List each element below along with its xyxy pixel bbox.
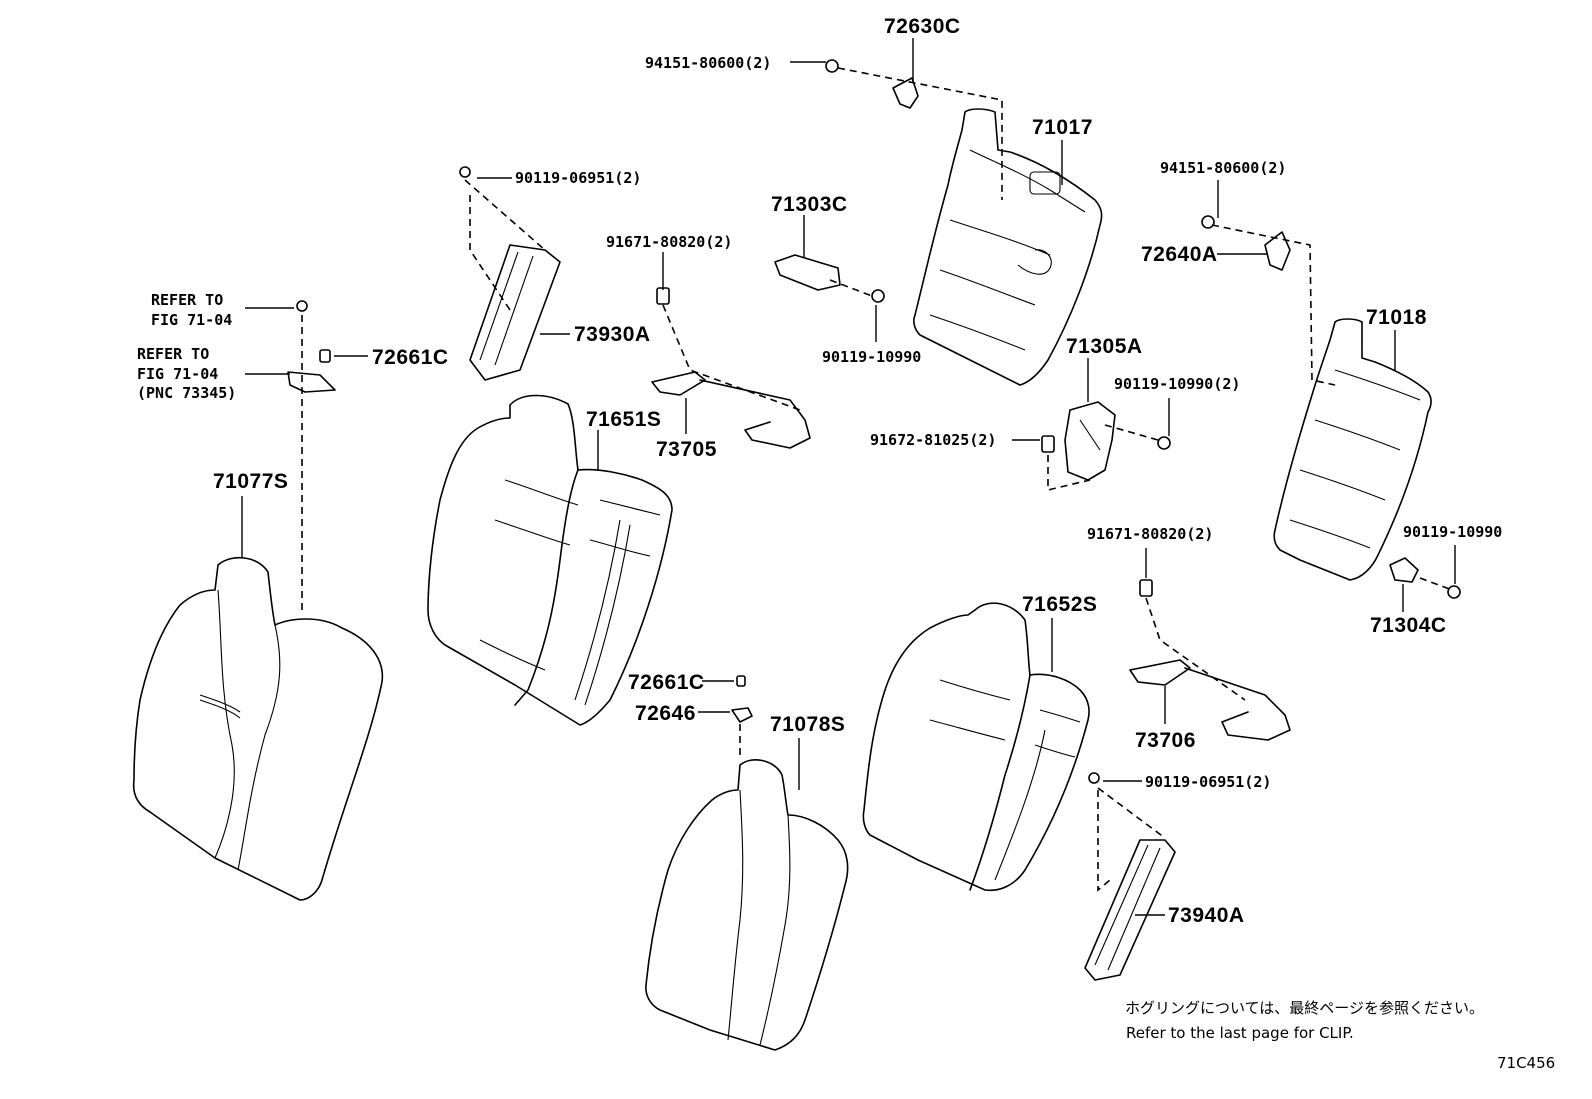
label-94151-a: 94151-80600(2) (645, 54, 771, 72)
label-72661c-a: 72661C (372, 346, 449, 369)
label-73930a: 73930A (574, 323, 651, 346)
seat-cover-71078s (645, 759, 849, 1051)
label-73940a: 73940A (1168, 904, 1245, 927)
label-91671-b: 91671-80820(2) (1087, 525, 1213, 543)
part-71305a (1064, 401, 1116, 481)
label-71017: 71017 (1032, 116, 1093, 139)
label-90119-10990-b: 90119-10990(2) (1114, 375, 1240, 393)
label-72640a: 72640A (1141, 243, 1218, 266)
clip-72646 (731, 707, 753, 723)
label-94151-b: 94151-80600(2) (1160, 159, 1286, 177)
refer2-line1: REFER TO (137, 345, 209, 363)
frame-71018 (1273, 318, 1432, 581)
label-71651s: 71651S (586, 408, 661, 431)
label-71077s: 71077S (213, 470, 288, 493)
part-71304c (1389, 557, 1419, 583)
label-71303c: 71303C (771, 193, 848, 216)
clip-72661c-b (736, 675, 746, 687)
note-japanese: ホグリングについては、最終ページを参照ください。 (1125, 999, 1484, 1017)
part-71303c (774, 254, 841, 291)
seat-back-71651s (427, 394, 673, 726)
label-72661c-b: 72661C (628, 671, 705, 694)
label-72630c: 72630C (884, 15, 961, 38)
part-73930a (469, 244, 561, 381)
label-90119-10990-c: 90119-10990 (1403, 523, 1502, 541)
part-72640a (1264, 231, 1291, 271)
assembly-lines (301, 67, 1453, 892)
part-73706 (1129, 659, 1291, 741)
diagram-code: 71C456 (1497, 1054, 1555, 1072)
part-72630c (892, 77, 919, 109)
fasteners (296, 59, 1461, 784)
label-71305a: 71305A (1066, 335, 1143, 358)
label-91672: 91672-81025(2) (870, 431, 996, 449)
label-71078s: 71078S (770, 713, 845, 736)
label-71652s: 71652S (1022, 593, 1097, 616)
label-73705: 73705 (656, 438, 717, 461)
label-71304c: 71304C (1370, 614, 1447, 637)
note-english: Refer to the last page for CLIP. (1126, 1024, 1354, 1042)
label-71018: 71018 (1366, 306, 1427, 329)
label-91671-a: 91671-80820(2) (606, 233, 732, 251)
label-90119-10990-a: 90119-10990 (822, 348, 921, 366)
refer-piece (287, 371, 336, 393)
refer2-line3: (PNC 73345) (137, 384, 236, 402)
label-90119-06951-a: 90119-06951(2) (515, 169, 641, 187)
frame-71017 (913, 108, 1103, 386)
refer1-line1: REFER TO (151, 291, 223, 309)
clip-72661c-a (319, 349, 331, 363)
part-73705 (651, 371, 811, 449)
part-73940a (1084, 839, 1176, 981)
seat-cover-71077s (132, 556, 384, 901)
refer1-line2: FIG 71-04 (151, 311, 232, 329)
part-labels: 72630C 94151-80600(2) 71017 90119-06951(… (137, 15, 1502, 927)
label-72646: 72646 (635, 702, 696, 725)
seat-back-71652s (862, 602, 1090, 892)
label-90119-06951-b: 90119-06951(2) (1145, 773, 1271, 791)
label-73706: 73706 (1135, 729, 1196, 752)
refer2-line2: FIG 71-04 (137, 365, 218, 383)
leader-lines (241, 38, 1456, 916)
